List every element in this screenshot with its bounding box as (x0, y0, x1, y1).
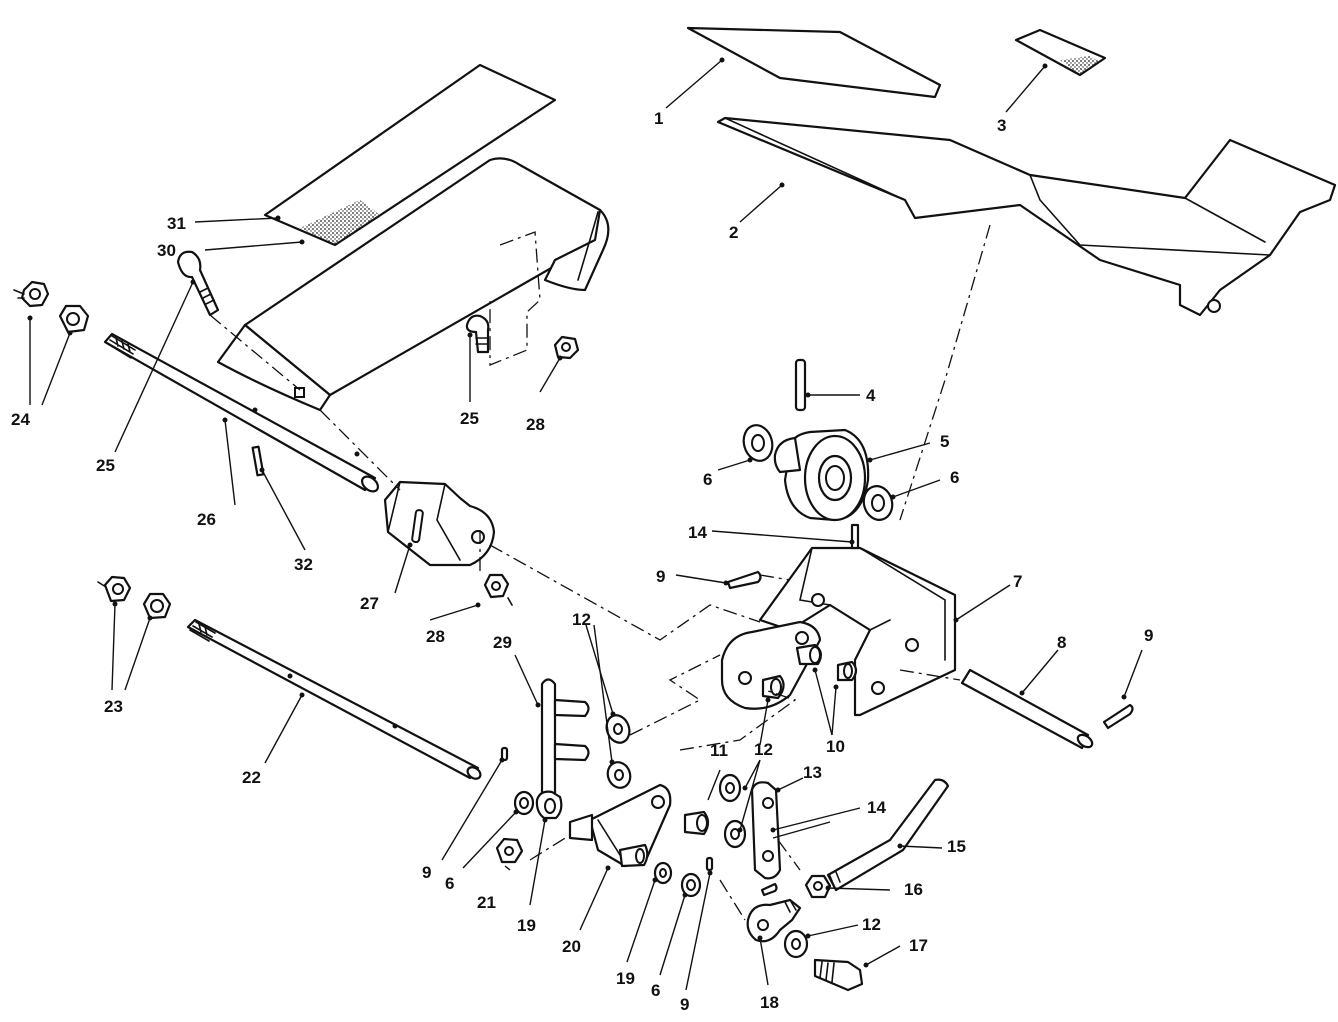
callout-19a: 19 (517, 916, 536, 935)
bushing-10b (836, 660, 858, 682)
callout-18: 18 (760, 993, 779, 1012)
callout-16: 16 (904, 880, 923, 899)
rod-15 (826, 778, 950, 892)
callout-12c: 12 (862, 915, 881, 934)
cotter-pin-9a (726, 570, 762, 590)
callout-23: 23 (104, 697, 123, 716)
bushing-11a (761, 674, 785, 700)
shaft-26 (103, 332, 379, 493)
roll-pin-4 (794, 358, 807, 412)
callout-20: 20 (562, 937, 581, 956)
callout-25b: 25 (460, 409, 479, 428)
callout-3: 3 (997, 116, 1006, 135)
callout-13: 13 (803, 763, 822, 782)
bushing-19a (535, 790, 563, 820)
washer-12c (718, 773, 742, 803)
pin-9d (705, 856, 714, 872)
lock-washer-23b (142, 592, 172, 620)
washer-6a (742, 424, 774, 462)
callout-29: 29 (493, 633, 512, 652)
callout-1: 1 (654, 109, 663, 128)
nut-28a (553, 335, 580, 360)
callout-6b: 6 (950, 468, 959, 487)
callout-28a: 28 (426, 627, 445, 646)
bushing-11b (683, 810, 710, 836)
bolt-17 (813, 958, 864, 992)
callout-7: 7 (1013, 572, 1022, 591)
callout-6c: 6 (445, 874, 454, 893)
callout-15: 15 (947, 837, 966, 856)
callout-32: 32 (294, 555, 313, 574)
lock-washer-24b (58, 304, 90, 334)
carriage-bolt-25a (176, 250, 220, 317)
callout-22: 22 (242, 768, 261, 787)
cotter-pin-14a (850, 523, 860, 550)
callout-8: 8 (1057, 633, 1066, 652)
shaft-8 (960, 668, 1094, 750)
hex-nut-24a (13, 280, 50, 308)
callout-12b: 12 (754, 740, 773, 759)
nut-21 (495, 837, 524, 864)
pedal-slot-icon (294, 387, 305, 398)
washer-6d (680, 872, 702, 898)
callout-2: 2 (729, 223, 738, 242)
hex-nut-23a (97, 575, 132, 603)
callout-6a: 6 (703, 470, 712, 489)
callout-12a: 12 (572, 610, 591, 629)
pedal-arm-27 (383, 480, 496, 567)
callout-25a: 25 (96, 456, 115, 475)
cotter-pin-9b (1102, 703, 1134, 730)
callout-4: 4 (866, 386, 876, 405)
callout-9a: 9 (656, 567, 665, 586)
callout-30: 30 (157, 241, 176, 260)
pedal-pad-1 (686, 26, 942, 99)
callout-14b: 14 (867, 798, 886, 817)
callout-5: 5 (940, 432, 949, 451)
callout-6d: 6 (651, 981, 660, 1000)
cotter-pin-14b (760, 882, 778, 897)
link-plate (720, 620, 822, 710)
callout-26: 26 (197, 510, 216, 529)
callout-17: 17 (909, 936, 928, 955)
bushing-10a (795, 643, 822, 666)
callout-27: 27 (360, 594, 379, 613)
callout-9b: 9 (1144, 626, 1153, 645)
callout-28b: 28 (526, 415, 545, 434)
callout-31: 31 (167, 214, 186, 233)
callout-21: 21 (477, 893, 496, 912)
roller-5 (773, 428, 870, 522)
callout-10: 10 (826, 737, 845, 756)
jam-nut-16 (804, 874, 832, 899)
nut-28b (483, 573, 513, 606)
link-13 (750, 781, 782, 880)
bracket-29 (540, 678, 590, 806)
assembly-lines (209, 224, 991, 921)
washer-6b (862, 485, 894, 521)
callout-11: 11 (710, 741, 728, 760)
callout-9d: 9 (680, 995, 689, 1014)
brake-pedal-30 (216, 157, 610, 412)
bushing-19b (653, 861, 673, 885)
shaft-22 (186, 618, 482, 780)
traction-pedal-2 (716, 116, 1337, 317)
rod-end-18 (746, 898, 802, 943)
washer-6c (513, 790, 535, 816)
callout-24: 24 (11, 410, 30, 429)
pedal-pad-31 (263, 63, 557, 247)
pedal-pad-3 (1014, 28, 1107, 77)
carriage-bolt-25b (465, 314, 490, 354)
callout-9c: 9 (422, 863, 431, 882)
washer-12e (783, 929, 809, 959)
callout-19b: 19 (616, 969, 635, 988)
washer-12b (606, 761, 632, 789)
callout-labels: 1 2 3 4 5 6 6 6 6 7 8 9 9 9 9 10 11 12 1… (11, 109, 1153, 1014)
lever-20 (568, 783, 672, 868)
leader-lines (27, 57, 1143, 991)
callout-14a: 14 (688, 523, 707, 542)
